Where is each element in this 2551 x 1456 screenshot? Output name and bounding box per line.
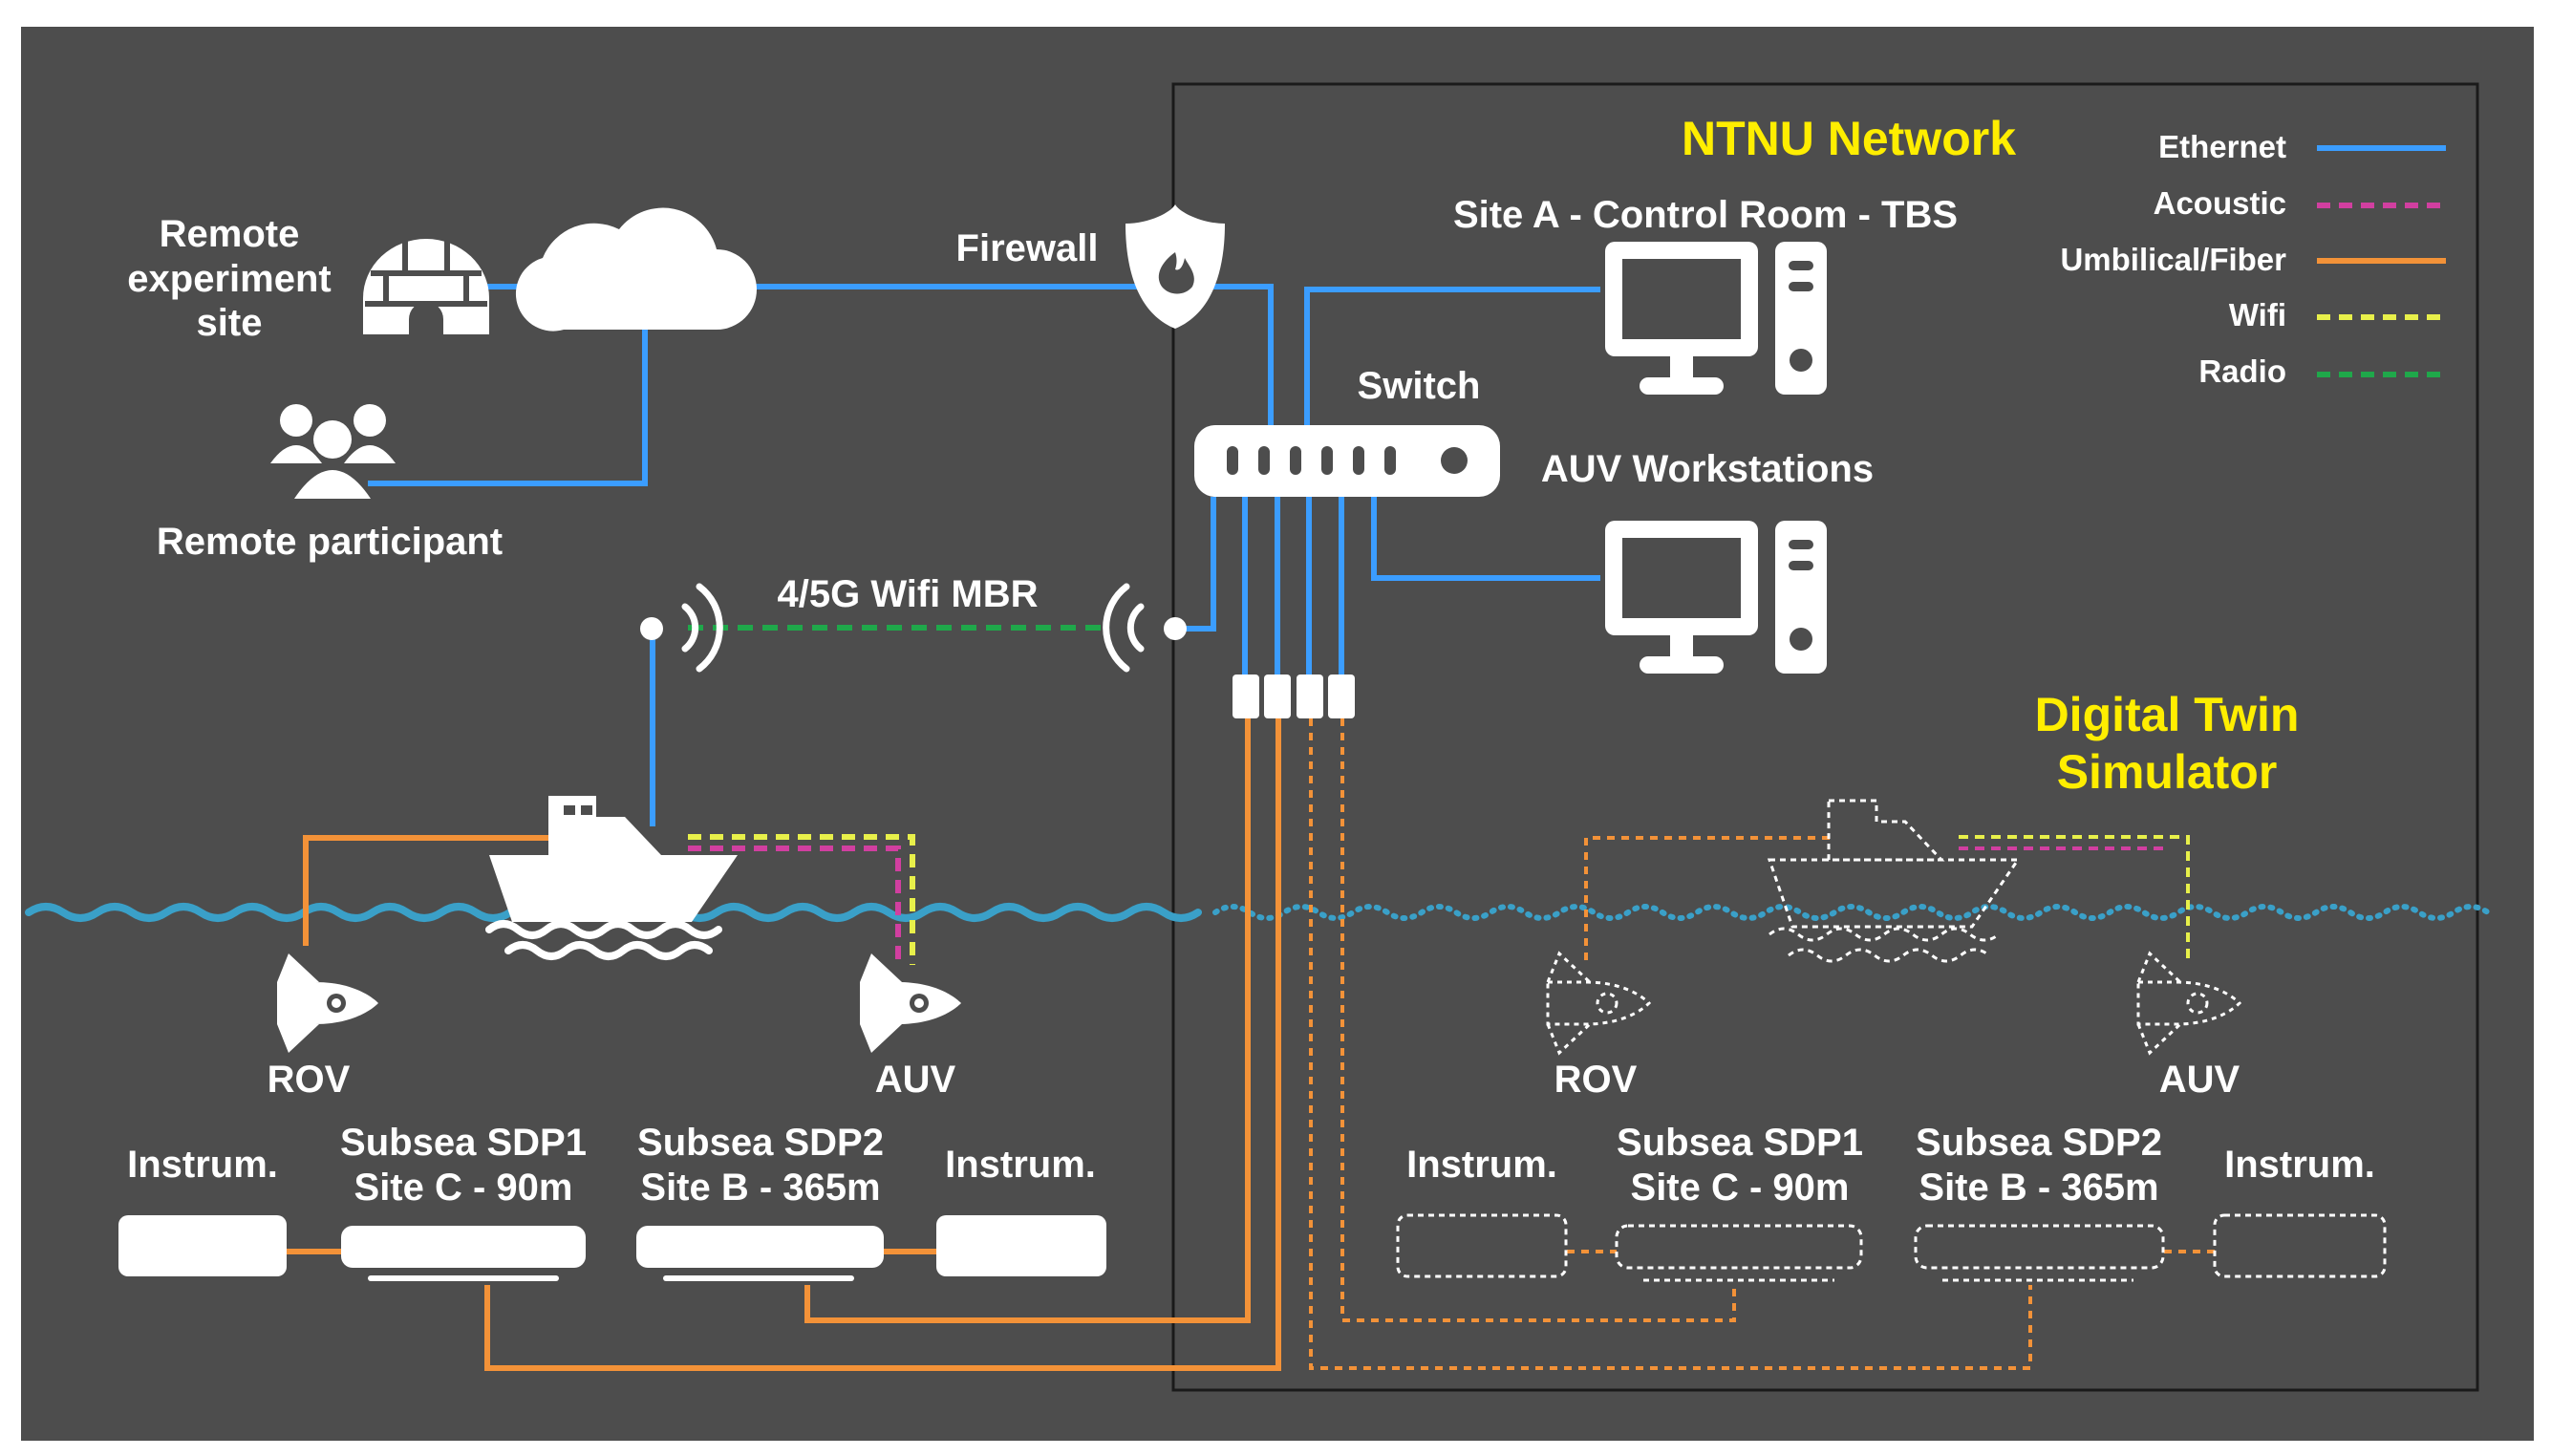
site-a-label: Site A - Control Room - TBS [1453,194,1958,236]
igloo-icon [363,239,489,334]
twin-sdp2-label-line1: Subsea SDP2 [1916,1122,2162,1164]
ntnu-network-title: NTNU Network [1682,112,2016,165]
switch-label: Switch [1358,365,1481,407]
wifi-link-twin [1959,835,2190,965]
sdp1-label-line2: Site C - 90m [354,1167,573,1209]
twin-instrument-left-label: Instrum. [1406,1144,1557,1186]
remote-site-label-line1: Remote [160,213,300,255]
legend-label-wifi: Wifi [2229,297,2286,332]
switch-icon [1194,425,1500,497]
sdp2-label-line1: Subsea SDP2 [637,1122,884,1164]
sdp2-label-line2: Site B - 365m [640,1167,880,1209]
sdp1-label-line1: Subsea SDP1 [340,1122,587,1164]
instrument-left-label: Instrum. [127,1144,278,1186]
remote-participant-label: Remote participant [157,521,503,563]
remote-site-label-line2: experiment [127,258,331,300]
legend-label-radio: Radio [2198,353,2286,389]
twin-sdp1-label-line1: Subsea SDP1 [1617,1122,1863,1164]
sdp1-box [341,1226,586,1281]
twin-equipment [1396,1213,2387,1282]
antenna-icon-ship [681,583,723,673]
digital-twin-title-line2: Simulator [2057,745,2278,799]
digital-twin-title-line1: Digital Twin [2035,688,2300,741]
twin-auv-label: AUV [2159,1059,2240,1101]
cloud-icon [515,207,757,332]
acoustic-link [688,846,901,965]
auv-workstations-label: AUV Workstations [1541,448,1874,490]
umbilical-links [287,718,1281,1371]
auv-label: AUV [875,1059,956,1101]
instrument-left-box [118,1215,287,1276]
twin-instrument-right-label: Instrum. [2224,1144,2375,1186]
twin-sdp1-label-line2: Site C - 90m [1631,1167,1850,1209]
people-icon [270,404,396,499]
legend-label-umbilical: Umbilical/Fiber [2060,242,2286,277]
twin-rov-label: ROV [1554,1059,1638,1101]
antenna-dot-shore [1164,617,1187,640]
wifi-mbr-label: 4/5G Wifi MBR [778,573,1039,615]
rov-label: ROV [268,1059,351,1101]
firewall-icon [1125,204,1225,329]
instrument-right-box [936,1215,1106,1276]
legend: Ethernet Acoustic Umbilical/Fiber Wifi R… [2060,129,2446,389]
twin-sdp2-label-line2: Site B - 365m [1919,1167,2158,1209]
umbilical-links-twin [1309,718,2215,1370]
antenna-dot-ship [640,617,663,640]
sdp2-box [636,1226,884,1281]
legend-label-acoustic: Acoustic [2154,185,2286,221]
firewall-label: Firewall [956,227,1099,269]
antenna-icon-shore [1103,583,1145,673]
legend-label-ethernet: Ethernet [2158,129,2286,164]
remote-site-label-line3: site [197,302,263,344]
wifi-link [688,834,915,965]
instrument-right-label: Instrum. [945,1144,1096,1186]
sea-surface-wave-dotted [1212,904,2491,921]
ntnu-network-boundary [1171,82,2479,1392]
patch-connectors [1233,674,1355,718]
